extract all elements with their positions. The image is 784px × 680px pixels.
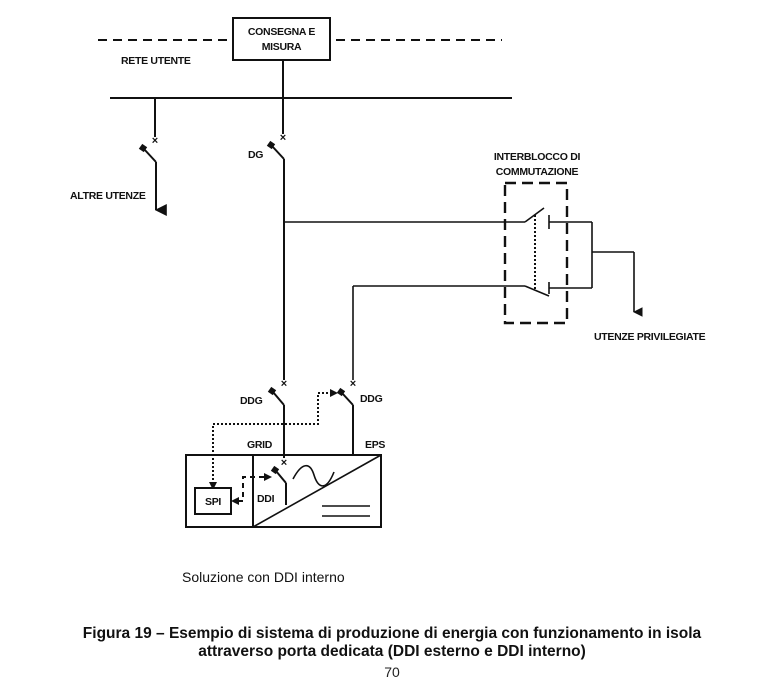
control-arrow-spi <box>209 482 217 490</box>
control-arrow-ddg <box>330 389 338 397</box>
grid-label: GRID <box>247 439 273 451</box>
altre-utenze-breaker: × <box>138 98 167 216</box>
svg-text:×: × <box>350 378 356 390</box>
svg-text:×: × <box>281 457 287 469</box>
consegna-label-line1: CONSEGNA E <box>248 26 316 38</box>
inverter-box <box>185 454 382 528</box>
solution-subtitle: Soluzione con DDI interno <box>182 569 345 585</box>
ac-sine-icon <box>292 464 335 487</box>
spi-ddi-dashed-link <box>238 476 264 502</box>
page-number: 70 <box>384 664 400 680</box>
svg-text:×: × <box>280 132 286 144</box>
rete-utente-label: RETE UTENTE <box>121 55 191 67</box>
svg-text:×: × <box>281 378 287 390</box>
arrow-to-ddi <box>264 473 272 481</box>
ddi-breaker: × <box>270 457 287 505</box>
arrow-to-spi <box>231 497 239 505</box>
figure-caption-line2: attraverso porta dedicata (DDI esterno e… <box>198 643 586 660</box>
interblocco-label-line1: INTERBLOCCO DI <box>494 151 581 163</box>
interlock-switches <box>524 207 643 317</box>
figure-caption-line1: Figura 19 – Esempio di sistema di produz… <box>82 625 702 642</box>
ddg-right-breaker: × <box>336 378 356 455</box>
interblocco-label-line2: COMMUTAZIONE <box>496 166 579 178</box>
interblocco-dashed-box <box>503 181 569 325</box>
altre-utenze-label: ALTRE UTENZE <box>70 190 146 202</box>
spi-control-dotted-line <box>212 392 330 488</box>
spi-box: SPI <box>194 487 232 515</box>
dg-breaker: × <box>266 98 286 380</box>
svg-text:×: × <box>152 135 158 147</box>
dg-label: DG <box>248 149 263 161</box>
ddg-right-label: DDG <box>360 393 383 405</box>
ddg-left-label: DDG <box>240 395 263 407</box>
eps-label: EPS <box>365 439 385 451</box>
consegna-misura-box: CONSEGNA E MISURA <box>232 17 331 61</box>
consegna-label-line2: MISURA <box>262 41 302 53</box>
ddg-left-breaker: × <box>267 378 287 458</box>
spi-label: SPI <box>205 496 221 508</box>
single-line-diagram: CONSEGNA E MISURA RETE UTENTE × ALTRE UT… <box>70 17 706 585</box>
utenze-privilegiate-label: UTENZE PRIVILEGIATE <box>594 331 706 343</box>
ddi-label: DDI <box>257 493 275 505</box>
